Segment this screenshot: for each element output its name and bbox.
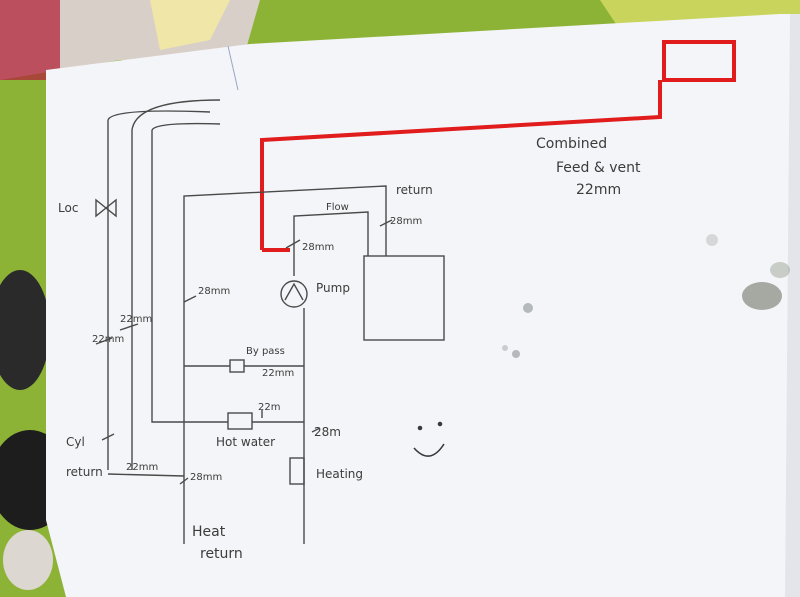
flow-size-label: 28mm	[390, 216, 422, 227]
feed-vent-label-1: Combined	[536, 136, 607, 152]
lockshield-valve	[95, 198, 117, 218]
hot-water-valve	[227, 412, 253, 430]
stain-dot-2	[512, 350, 520, 358]
flow-pipe	[293, 211, 369, 276]
heat-return-label-1: Heat	[192, 524, 226, 540]
feed-vent-pipe	[260, 40, 736, 252]
stain-dot-4	[706, 234, 718, 246]
stain-dot-1	[523, 303, 533, 313]
hot-water-cylinder	[363, 255, 445, 341]
feed-vent-label-2: Feed & vent	[556, 160, 641, 176]
pump-arrow	[284, 282, 304, 301]
feed-vent-size: 22mm	[576, 182, 621, 198]
pump-symbol	[280, 280, 308, 308]
smiley-face	[413, 421, 445, 457]
stain-right	[742, 282, 782, 310]
left-22-label: 22mm	[92, 334, 124, 345]
heating-valve	[289, 457, 305, 485]
bottom-28-label: 28mm	[190, 472, 222, 483]
cyl-return-label-2: return	[66, 465, 103, 479]
return-top-label: return	[396, 183, 433, 197]
mid-22-label: 22mm	[120, 314, 152, 325]
hot-water-label: Hot water	[216, 435, 275, 449]
bypass-label: By pass	[246, 346, 285, 357]
cold-feed-curve	[131, 99, 221, 131]
bypass-size-label: 22mm	[262, 368, 294, 379]
heating-size-label: 28m	[314, 425, 341, 439]
paper-fold-mark	[227, 45, 239, 91]
stain-dot-3	[502, 345, 508, 351]
bypass-valve	[229, 359, 245, 373]
heating-label: Heating	[316, 467, 363, 481]
fabric-light-patch	[150, 0, 230, 50]
flow-label: Flow	[326, 202, 349, 213]
bottom-22-label: 22mm	[126, 462, 158, 473]
fabric-light-spot	[3, 530, 53, 590]
hot-water-size-label: 22m	[258, 402, 280, 413]
paper-edge-shadow	[785, 14, 800, 597]
pencil-pipework	[95, 99, 445, 544]
fabric-dark-spot	[0, 270, 50, 390]
mid-28-label: 28mm	[198, 286, 230, 297]
lockshield-label: Loc	[58, 201, 78, 215]
return-pipe	[183, 185, 387, 544]
pump-label: Pump	[316, 281, 350, 295]
stain-right-2	[770, 262, 790, 278]
pump-size-label: 28mm	[302, 242, 334, 253]
paper-sheet	[46, 14, 800, 597]
fabric-stripe	[0, 0, 60, 80]
cyl-return-label-1: Cyl	[66, 435, 85, 449]
heat-return-label-2: return	[200, 546, 243, 562]
